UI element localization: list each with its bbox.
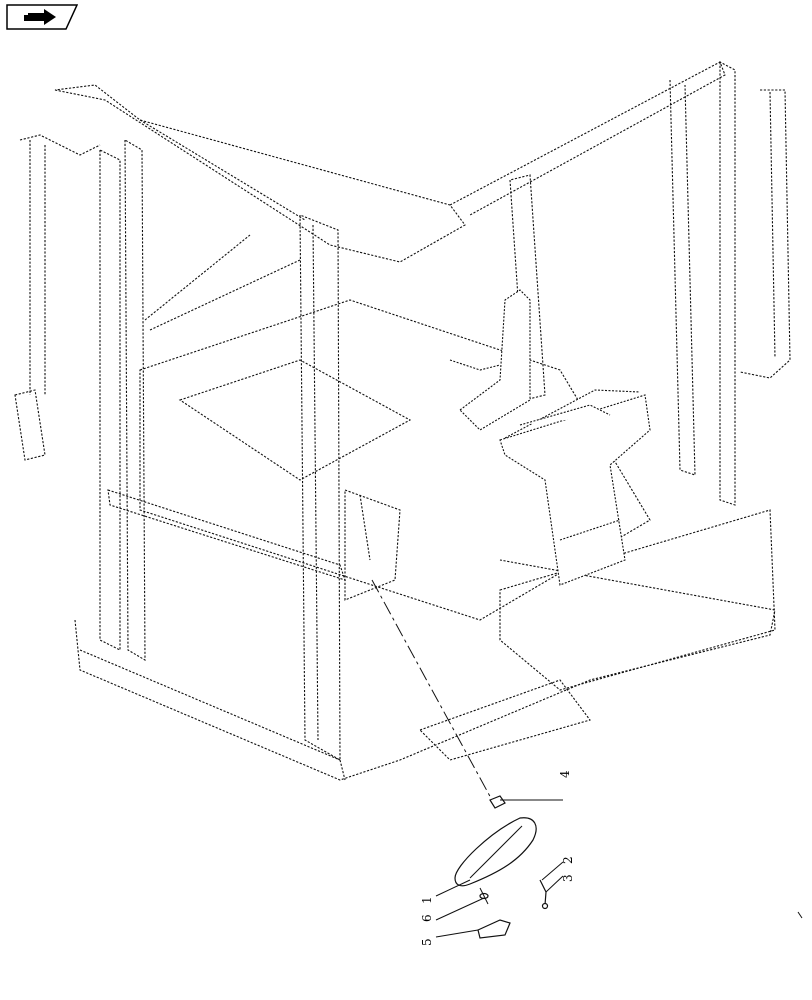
- callout-3: 3: [561, 874, 575, 882]
- callout-1: 1: [420, 896, 434, 904]
- bracket: [477, 919, 511, 939]
- access-cover-plate: [454, 817, 537, 887]
- assembly-center-line: [371, 579, 493, 801]
- clip-nut: [489, 795, 506, 809]
- next-page-button[interactable]: [6, 4, 78, 30]
- seat-pedestal: [499, 389, 651, 586]
- next-page-arrow-icon: [24, 9, 56, 25]
- callout-2: 2: [561, 856, 575, 864]
- callout-4: 4: [558, 770, 572, 778]
- callout-6: 6: [420, 914, 434, 922]
- steering-support: [449, 289, 531, 431]
- bolt: [539, 879, 549, 910]
- cab-frame: [14, 61, 791, 781]
- corner-mark: [797, 911, 803, 919]
- washer: [479, 887, 489, 905]
- leader-lines: [435, 799, 564, 938]
- callout-5: 5: [420, 938, 434, 946]
